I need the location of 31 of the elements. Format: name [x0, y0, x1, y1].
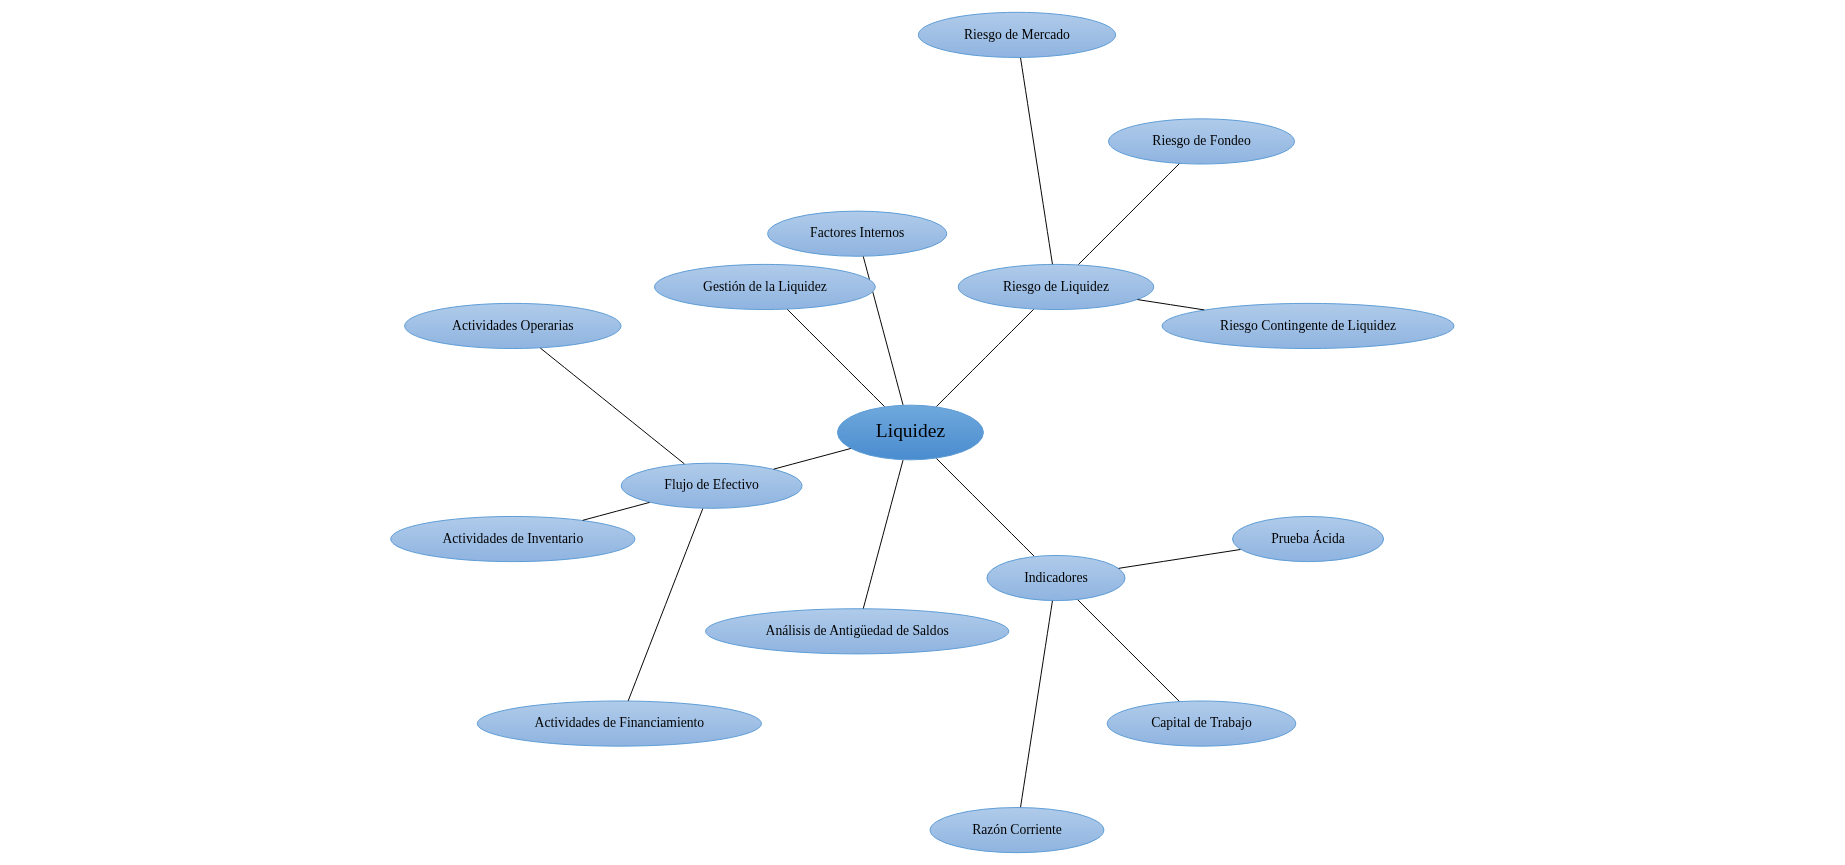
connector [1137, 299, 1205, 311]
node-ellipse: Actividades Operarias [404, 302, 622, 350]
connector [862, 459, 904, 609]
node-ellipse: Actividades de Financiamiento [476, 700, 762, 747]
node-ellipse: Riesgo de Liquidez [957, 263, 1155, 311]
connector [627, 508, 704, 702]
node-ellipse: Indicadores [986, 554, 1126, 602]
connector [1118, 549, 1241, 569]
node-ellipse: Prueba Ácida [1232, 515, 1385, 563]
node-ellipse: Flujo de Efectivo [620, 462, 803, 509]
connector [786, 308, 885, 407]
connector [935, 308, 1034, 407]
node-ellipse: Análisis de Antigüedad de Saldos [705, 608, 1010, 655]
connector [582, 501, 651, 521]
connector [1020, 57, 1053, 265]
connector [1077, 599, 1180, 702]
node-ellipse: Liquidez [836, 404, 984, 461]
node-ellipse: Factores Internos [767, 210, 948, 257]
connector [862, 256, 904, 406]
connector [773, 448, 852, 470]
node-ellipse: Capital de Trabajo [1106, 700, 1297, 747]
connector [1020, 600, 1053, 808]
node-ellipse: Riesgo de Fondeo [1108, 118, 1295, 165]
node-ellipse: Gestión de la Liquidez [654, 263, 876, 311]
node-ellipse: Riesgo de Mercado [917, 11, 1117, 58]
node-ellipse: Actividades de Inventario [390, 515, 636, 563]
connector [1077, 163, 1180, 266]
node-ellipse: Riesgo Contingente de Liquidez [1161, 302, 1455, 350]
connector [539, 347, 685, 465]
connector [935, 458, 1035, 557]
node-ellipse: Razón Corriente [929, 807, 1105, 854]
